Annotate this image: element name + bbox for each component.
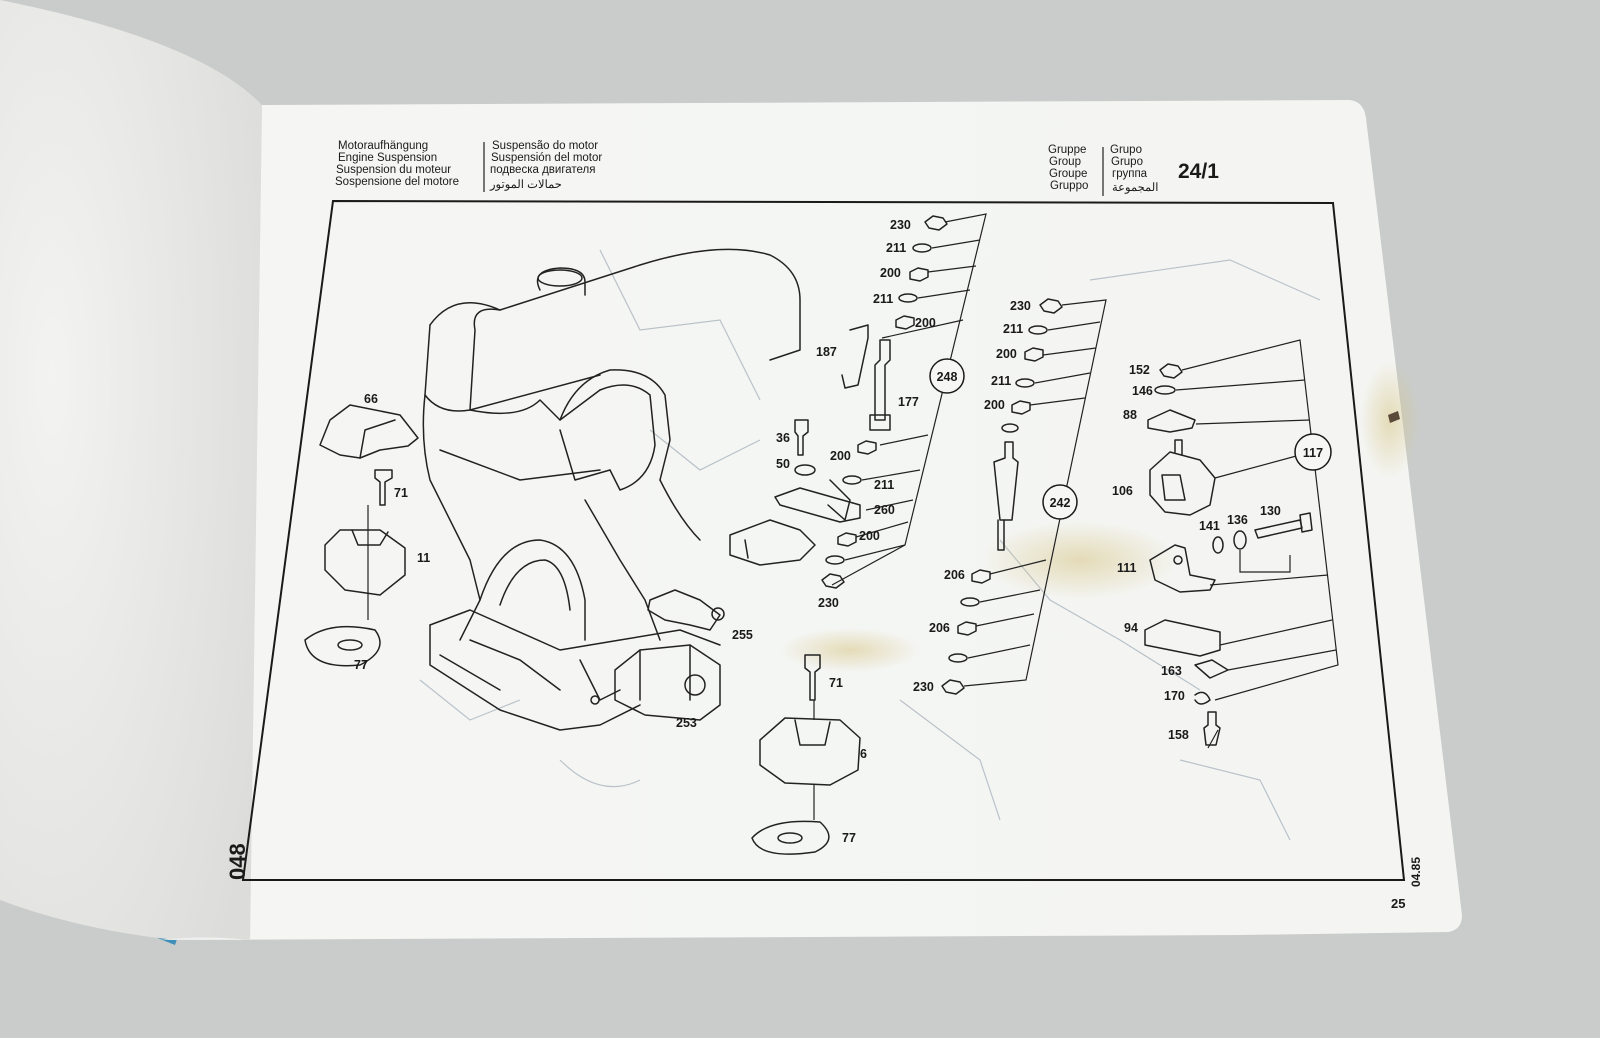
callout: 6 bbox=[860, 747, 867, 761]
stain-lower bbox=[780, 628, 920, 672]
engine-block-drawing bbox=[422, 248, 801, 731]
group-ru: группа bbox=[1112, 168, 1148, 180]
callout: 211 bbox=[991, 374, 1011, 388]
callout: 211 bbox=[886, 241, 906, 255]
callout: 253 bbox=[676, 716, 697, 730]
group-pt: Grupo bbox=[1110, 144, 1142, 156]
callout: 200 bbox=[859, 529, 880, 543]
left-mount-assembly bbox=[304, 404, 419, 667]
edge-mark bbox=[1388, 411, 1400, 423]
callout: 170 bbox=[1164, 689, 1185, 703]
callout: 200 bbox=[915, 316, 936, 330]
callout: 111 bbox=[1117, 561, 1137, 575]
callout: 136 bbox=[1227, 513, 1248, 527]
right-page bbox=[160, 100, 1462, 940]
callout: 106 bbox=[1112, 484, 1133, 498]
callout: 200 bbox=[880, 266, 901, 280]
group-es: Grupo bbox=[1111, 156, 1143, 168]
callout: 200 bbox=[996, 347, 1017, 361]
leaders-117 bbox=[1175, 339, 1339, 749]
callout: 200 bbox=[830, 449, 851, 463]
strut-242-stack bbox=[941, 298, 1063, 695]
callout: 230 bbox=[818, 596, 839, 610]
circle-ref-117-label: 117 bbox=[1303, 446, 1323, 460]
left-page bbox=[0, 0, 262, 940]
callout: 230 bbox=[1010, 299, 1031, 313]
title-en: Engine Suspension bbox=[338, 152, 437, 164]
group-number: 24/1 bbox=[1178, 160, 1219, 183]
callout: 163 bbox=[1161, 664, 1182, 678]
title-ru: подвеска двигателя bbox=[490, 164, 596, 176]
callout: 211 bbox=[1003, 322, 1023, 336]
circle-ref-242-label: 242 bbox=[1050, 496, 1071, 510]
title-fr: Suspension du moteur bbox=[336, 164, 451, 176]
callout: 206 bbox=[929, 621, 950, 635]
circle-ref-117: 117 bbox=[1294, 433, 1332, 471]
bracket-255 bbox=[647, 589, 725, 631]
callout: 50 bbox=[776, 457, 790, 471]
side-code: 048 bbox=[225, 843, 250, 880]
callout: 11 bbox=[417, 551, 430, 565]
callout: 158 bbox=[1168, 728, 1189, 742]
callout: 255 bbox=[732, 628, 753, 642]
diagram-frame bbox=[241, 199, 1406, 881]
callout: 230 bbox=[890, 218, 911, 232]
page-number: 25 bbox=[1391, 896, 1405, 911]
group-en: Group bbox=[1049, 156, 1081, 168]
group-it: Gruppo bbox=[1050, 180, 1088, 192]
circle-ref-248-label: 248 bbox=[937, 370, 958, 384]
callout: 71 bbox=[394, 486, 408, 500]
callout: 211 bbox=[874, 478, 894, 492]
date-code: 04.85 bbox=[1409, 857, 1423, 887]
callout: 260 bbox=[874, 503, 895, 517]
callout: 71 bbox=[829, 676, 843, 690]
leaders-242 bbox=[963, 299, 1107, 687]
callout: 146 bbox=[1132, 384, 1153, 398]
group-de: Gruppe bbox=[1048, 144, 1086, 156]
group-fr: Groupe bbox=[1049, 168, 1087, 180]
callout: 211 bbox=[873, 292, 893, 306]
callout: 94 bbox=[1124, 621, 1138, 635]
circle-ref-242: 242 bbox=[1042, 484, 1078, 520]
callout: 66 bbox=[364, 392, 378, 406]
title-pt: Suspensão do motor bbox=[492, 140, 598, 152]
header: Motoraufhängung Engine Suspension Suspen… bbox=[335, 140, 1219, 196]
callout: 152 bbox=[1129, 363, 1150, 377]
callout: 141 bbox=[1199, 519, 1220, 533]
callout: 200 bbox=[984, 398, 1005, 412]
title-es: Suspensión del motor bbox=[491, 152, 602, 164]
callout: 177 bbox=[898, 395, 919, 409]
group-ar: المجموعة bbox=[1112, 181, 1158, 194]
mount-253 bbox=[614, 644, 721, 721]
callout: 88 bbox=[1123, 408, 1137, 422]
circle-ref-248: 248 bbox=[929, 358, 965, 394]
callout: 77 bbox=[354, 658, 368, 672]
callouts: 230 211 200 211 200 187 177 36 50 200 21… bbox=[354, 218, 1281, 845]
callout: 230 bbox=[913, 680, 934, 694]
stain-center bbox=[980, 520, 1180, 600]
callout: 206 bbox=[944, 568, 965, 582]
title-ar: حمالات الموتور bbox=[489, 178, 562, 191]
center-mount-assembly bbox=[729, 419, 861, 855]
callout: 187 bbox=[816, 345, 837, 359]
title-it: Sospensione del motore bbox=[335, 176, 459, 188]
title-de: Motoraufhängung bbox=[338, 140, 428, 152]
strut-248-stack bbox=[821, 215, 948, 589]
callout: 36 bbox=[776, 431, 790, 445]
callout: 130 bbox=[1260, 504, 1281, 518]
callout: 77 bbox=[842, 831, 856, 845]
